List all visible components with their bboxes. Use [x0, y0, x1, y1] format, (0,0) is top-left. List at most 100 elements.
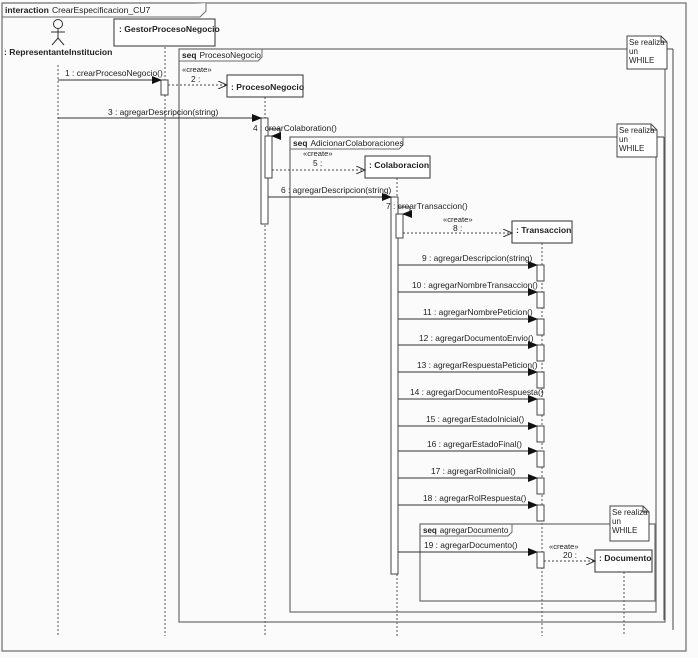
message-2-create: «create» 2 :	[168, 65, 227, 85]
note-line: Se realiza	[612, 508, 648, 517]
create-stereotype: «create»	[443, 215, 473, 224]
note-shape	[626, 35, 668, 70]
note-fold	[660, 36, 667, 43]
activation-gestor	[160, 79, 169, 96]
message-arrow	[398, 206, 412, 218]
message-label: 20 :	[563, 550, 577, 560]
message-label: 9 : agregarDescripcion(string)	[422, 253, 533, 263]
message-label: 12 : agregarDocumentoEnvio()	[419, 333, 534, 343]
fragment-border	[178, 48, 666, 623]
actor-representante: : RepresentanteInstitucion	[4, 19, 112, 57]
message-label: 10 : agregarNombreTransaccion()	[412, 280, 538, 290]
fragment-name: agregarDocumento	[440, 526, 509, 535]
message-12: 12 : agregarDocumentoEnvio()	[398, 333, 538, 349]
lifeline-box	[113, 18, 216, 47]
lifeline-label: : Documento	[599, 553, 652, 563]
note-shape	[609, 505, 650, 542]
message-label: 2 :	[191, 74, 200, 84]
lifeline-label: : GestorProcesoNegocio	[119, 24, 220, 34]
activation-transaccion	[536, 398, 545, 416]
activation-transaccion	[536, 318, 545, 336]
message-9: 9 : agregarDescripcion(string)	[398, 253, 538, 269]
note-while-3: Se realiza un WHILE	[609, 505, 650, 542]
actor-stick-figure-icon	[51, 19, 65, 46]
lifeline-label: : ProcesoNegocio	[231, 82, 304, 92]
message-14: 14 : agregarDocumentoRespuesta()	[398, 387, 544, 403]
message-label: 7 : crearTransaccion()	[386, 201, 468, 211]
message-label: 3 : agregarDescripcion(string)	[108, 107, 219, 117]
note-while-2: Se realiza un WHILE	[616, 123, 665, 620]
message-3: 3 : agregarDescripcion(string)	[58, 107, 262, 122]
message-16: 16 : agregarEstadoFinal()	[398, 439, 538, 455]
message-label: 13 : agregarRespuestaPeticion()	[417, 360, 538, 370]
lifeline-label: : Colaboracion	[369, 160, 429, 170]
message-label: 1 : crearProcesoNegocio()	[65, 68, 163, 78]
note-line: Se realiza	[619, 126, 655, 135]
message-6: 6 : agregarDescripcion(string)	[268, 185, 392, 201]
lifeline-label: : Transaccion	[516, 225, 571, 235]
fragment-name: ProcesoNegocio	[199, 50, 261, 60]
activation-colaboracion-nested	[395, 213, 404, 239]
note-line: un	[612, 517, 621, 526]
activation-transaccion-group	[536, 264, 545, 522]
note-line: WHILE	[619, 144, 644, 153]
interaction-frame-border	[1, 2, 687, 652]
message-15: 15 : agregarEstadoInicial()	[398, 414, 538, 430]
note-line: un	[629, 47, 638, 56]
note-fold	[642, 506, 649, 513]
fragment-border	[289, 136, 657, 613]
message-11: 11 : agregarNombrePeticion()	[398, 307, 538, 323]
activation-transaccion	[536, 371, 545, 389]
actor-label: : RepresentanteInstitucion	[4, 47, 112, 57]
messages: 1 : crearProcesoNegocio() «create» 2 : 3…	[58, 65, 595, 561]
note-line: un	[619, 135, 628, 144]
activation-transaccion	[536, 425, 545, 443]
message-7-self: 7 : crearTransaccion()	[386, 201, 468, 218]
interaction-keyword: interaction	[5, 5, 49, 15]
fragment-keyword: seq	[293, 138, 307, 148]
message-18: 18 : agregarRolRespuesta()	[398, 493, 538, 509]
message-label: 18 : agregarRolRespuesta()	[423, 493, 527, 503]
interaction-name: CrearEspecificacion_CU7	[52, 5, 151, 15]
lifeline-head-gestor: : GestorProcesoNegocio	[113, 18, 220, 47]
message-13: 13 : agregarRespuestaPeticion()	[398, 360, 538, 376]
activation-transaccion	[536, 264, 545, 282]
note-while-1: Se realiza un WHILE	[626, 35, 674, 630]
message-20-create: «create» 20 :	[544, 542, 595, 561]
activation-transaccion	[536, 450, 545, 468]
message-label: 19 : agregarDocumento()	[424, 540, 518, 550]
fragment-tab	[179, 49, 263, 62]
message-label: 17 : agregarRolInicial()	[431, 466, 516, 476]
message-label: 15 : agregarEstadoInicial()	[426, 414, 524, 424]
activation-transaccion	[536, 504, 545, 522]
message-5-create: «create» 5 :	[272, 149, 365, 170]
activation-colaboracion	[390, 196, 399, 575]
interaction-frame-tab	[2, 3, 207, 18]
message-list-transaccion: 9 : agregarDescripcion(string) 10 : agreg…	[398, 253, 544, 509]
note-line: WHILE	[629, 56, 654, 65]
message-label: 14 : agregarDocumentoRespuesta()	[410, 387, 544, 397]
message-19: 19 : agregarDocumento()	[398, 540, 538, 556]
activation-transaccion	[536, 291, 545, 309]
fragment-tab	[290, 137, 404, 150]
note-shape	[616, 123, 658, 158]
lifeline-head-colaboracion: : Colaboracion	[364, 155, 431, 179]
fragment-border	[419, 523, 656, 602]
fragment-keyword: seq	[182, 50, 196, 60]
message-1: 1 : crearProcesoNegocio()	[58, 68, 163, 84]
activation-transaccion	[536, 477, 545, 495]
message-arrow	[268, 128, 281, 140]
activation-transaccion-19	[536, 551, 545, 569]
message-8-create: «create» 8 :	[403, 215, 512, 233]
message-label: 4 : crearColaboration()	[253, 123, 337, 133]
activation-transaccion	[536, 344, 545, 362]
